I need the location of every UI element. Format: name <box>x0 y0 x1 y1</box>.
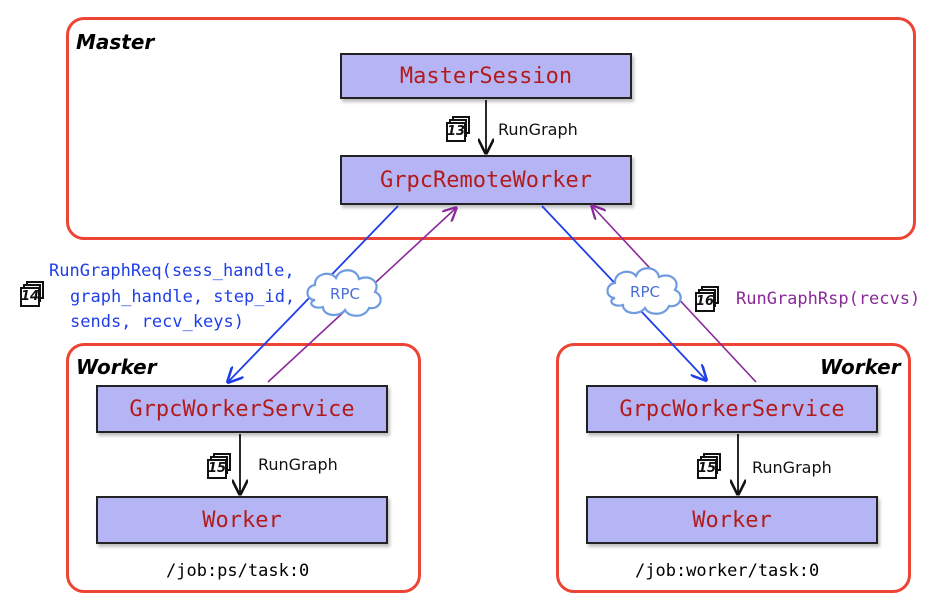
step-15-left-icon: 15 <box>207 453 231 479</box>
master-rungraph-label: RunGraph <box>498 120 578 139</box>
step-13-number: 13 <box>446 124 466 139</box>
rpc-left-cloud-icon <box>306 269 382 317</box>
worker-left-rungraph-label: RunGraph <box>258 455 338 474</box>
step-16-icon: 16 <box>695 286 719 312</box>
worker-right-rungraph-label: RunGraph <box>752 458 832 477</box>
worker-right-title: Worker <box>820 355 901 379</box>
step-15-right-icon: 15 <box>697 453 721 479</box>
grpc-remote-worker-box: GrpcRemoteWorker <box>340 155 632 205</box>
worker-left-service-box: GrpcWorkerService <box>96 385 388 433</box>
response-label: RunGraphRsp(recvs) <box>736 289 921 309</box>
worker-right-worker-box: Worker <box>586 496 878 544</box>
step-14-icon: 14 <box>20 281 44 307</box>
step-15-right-number: 15 <box>697 461 717 476</box>
worker-left-title: Worker <box>76 355 157 379</box>
rpc-right-cloud-icon <box>606 267 682 315</box>
master-title: Master <box>76 30 155 54</box>
step-13-icon: 13 <box>446 116 470 142</box>
worker-right-job-label: /job:worker/task:0 <box>635 561 820 581</box>
step-14-number: 14 <box>20 289 40 304</box>
step-15-left-number: 15 <box>207 461 227 476</box>
worker-left-job-label: /job:ps/task:0 <box>166 561 310 581</box>
request-line-3: sends, recv_keys) <box>70 312 244 332</box>
rpc-left-label: RPC <box>330 285 360 303</box>
master-session-box: MasterSession <box>340 53 632 99</box>
worker-right-service-box: GrpcWorkerService <box>586 385 878 433</box>
request-line-1: RunGraphReq(sess_handle, <box>49 261 295 281</box>
step-16-number: 16 <box>695 294 715 309</box>
worker-right-panel <box>556 343 911 593</box>
request-line-2: graph_handle, step_id, <box>70 287 296 307</box>
rpc-right-label: RPC <box>630 283 660 301</box>
worker-left-worker-box: Worker <box>96 496 388 544</box>
